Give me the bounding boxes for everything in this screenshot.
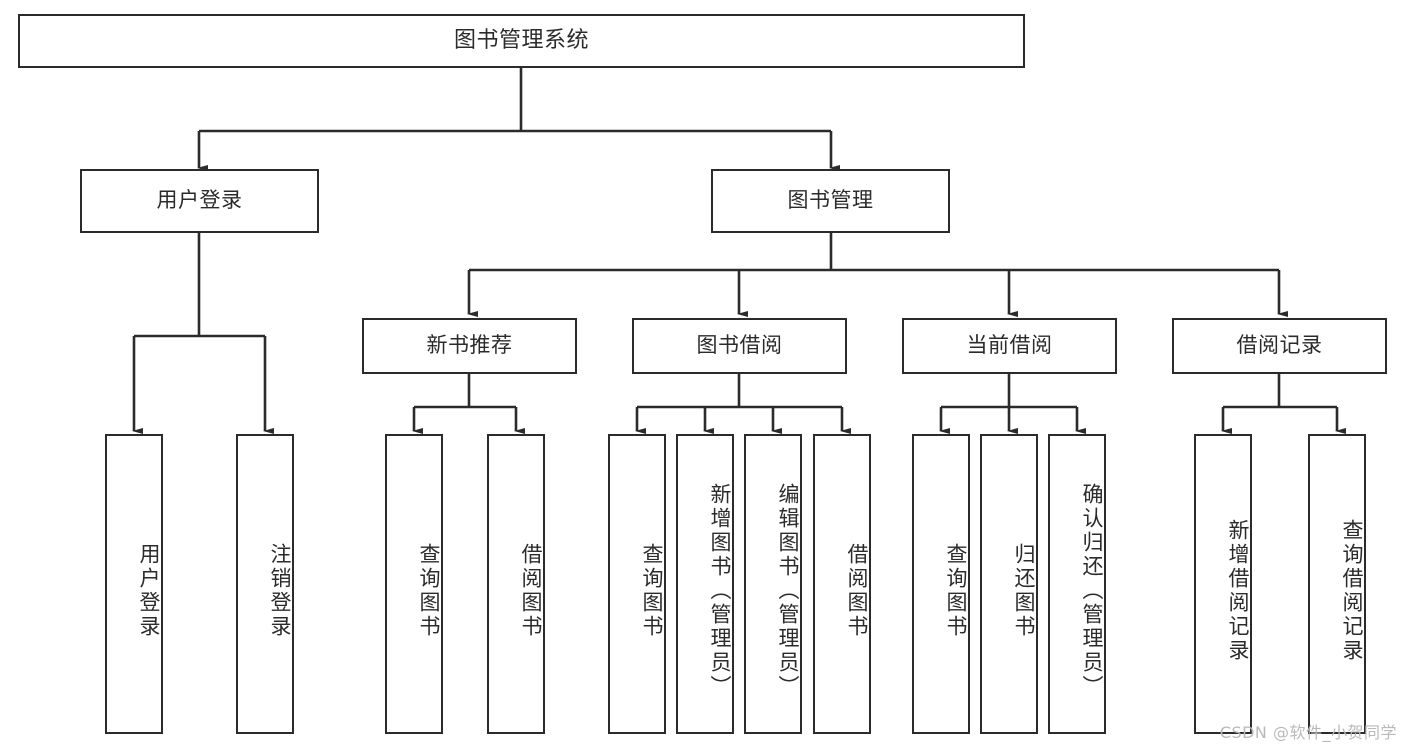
node-book-management[interactable]: 图书管理 [711, 169, 950, 233]
leaf-label: 借阅图书 [845, 543, 869, 639]
leaf-current-borrow-return[interactable]: 归还图书 [980, 434, 1038, 734]
leaf-book-borrow-query[interactable]: 查询图书 [608, 434, 666, 734]
node-borrow-record[interactable]: 借阅记录 [1172, 318, 1387, 374]
watermark-text: CSDN @软件_小贺同学 [1219, 723, 1397, 742]
leaf-label: 查询图书 [640, 543, 664, 639]
leaf-label: 新增借阅记录 [1226, 519, 1250, 663]
leaf-label: 查询借阅记录 [1340, 519, 1364, 663]
leaf-book-borrow-edit[interactable]: 编辑图书（管理员） [744, 434, 802, 734]
node-new-book-recommend[interactable]: 新书推荐 [362, 318, 577, 374]
leaf-label: 归还图书 [1012, 543, 1036, 639]
node-label: 借阅记录 [1236, 333, 1323, 358]
leaf-book-borrow-borrow[interactable]: 借阅图书 [813, 434, 871, 734]
leaf-label: 新增图书（管理员） [708, 483, 732, 699]
node-label: 新书推荐 [426, 333, 513, 358]
leaf-borrow-record-add[interactable]: 新增借阅记录 [1194, 434, 1252, 734]
node-label: 图书管理系统 [453, 27, 589, 53]
leaf-label: 查询图书 [944, 543, 968, 639]
leaf-label: 用户登录 [137, 543, 161, 639]
leaf-book-borrow-add[interactable]: 新增图书（管理员） [676, 434, 734, 734]
leaf-new-book-borrow[interactable]: 借阅图书 [487, 434, 545, 734]
node-user-login[interactable]: 用户登录 [80, 169, 319, 233]
leaf-label: 编辑图书（管理员） [776, 483, 800, 699]
leaf-label: 借阅图书 [519, 543, 543, 639]
leaf-current-borrow-query[interactable]: 查询图书 [912, 434, 970, 734]
leaf-label: 确认归还（管理员） [1080, 483, 1104, 699]
node-label: 图书借阅 [696, 333, 783, 358]
node-book-borrow[interactable]: 图书借阅 [632, 318, 847, 374]
leaf-user-login-signout[interactable]: 注销登录 [236, 434, 294, 734]
leaf-borrow-record-query[interactable]: 查询借阅记录 [1308, 434, 1366, 734]
node-label: 用户登录 [156, 188, 243, 213]
node-label: 图书管理 [787, 188, 874, 213]
leaf-current-borrow-confirm-return[interactable]: 确认归还（管理员） [1048, 434, 1106, 734]
leaf-new-book-query[interactable]: 查询图书 [385, 434, 443, 734]
node-label: 当前借阅 [966, 333, 1053, 358]
leaf-user-login-signin[interactable]: 用户登录 [105, 434, 163, 734]
node-current-borrow[interactable]: 当前借阅 [902, 318, 1117, 374]
node-root-system[interactable]: 图书管理系统 [18, 14, 1025, 68]
leaf-label: 注销登录 [268, 543, 292, 639]
leaf-label: 查询图书 [417, 543, 441, 639]
